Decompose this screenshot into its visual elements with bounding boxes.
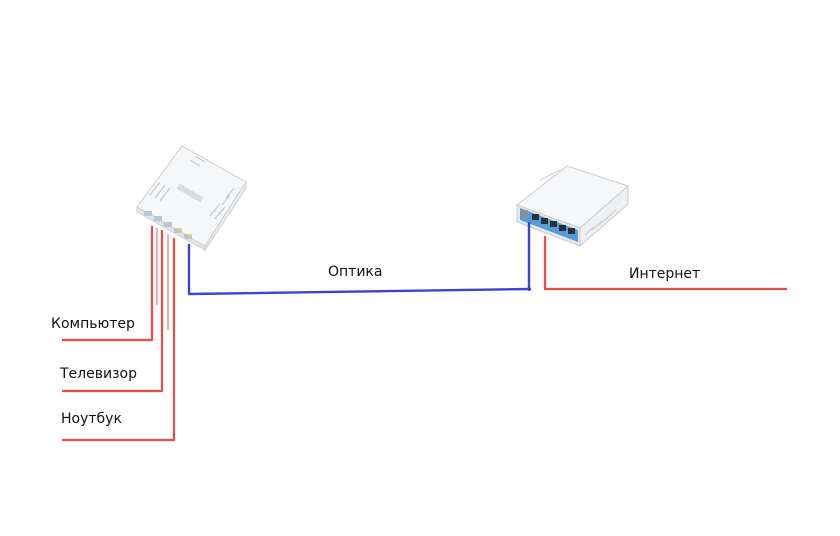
label-optic: Оптика [328,264,383,280]
label-computer: Компьютер [51,316,135,332]
cable-computer [62,226,154,342]
cable-laptop [62,238,176,442]
label-laptop: Ноутбук [61,411,122,427]
switch-device [136,145,247,252]
cable-tv [62,230,164,393]
router-device [515,165,629,248]
cable-fiber [187,222,531,296]
cable-internet [543,236,787,291]
label-tv: Телевизор [60,366,137,382]
label-internet: Интернет [629,266,701,282]
